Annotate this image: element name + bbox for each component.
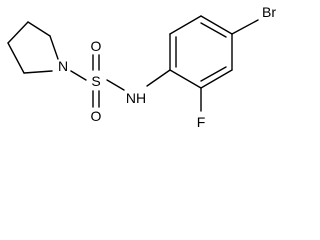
bond-s-nh (106, 79, 125, 91)
atom-nh: NH (126, 90, 146, 106)
bond-benzene-5 (200, 69, 233, 89)
bond-benzene-5-inner (200, 66, 227, 82)
bond-benzene-2 (169, 15, 202, 35)
pyrrolidine-ring (7, 21, 59, 74)
bond-nh-c1 (146, 69, 171, 87)
bond-ring-3 (49, 35, 59, 60)
atom-f: F (197, 114, 206, 130)
bond-ring-5 (7, 42, 25, 74)
bond-benzene-3 (200, 15, 233, 35)
bond-ring-2 (27, 21, 51, 37)
bond-ring-4 (23, 70, 53, 74)
bond-ring-1 (7, 21, 29, 44)
benzene-ring (169, 15, 233, 89)
bond-benzene-6 (169, 69, 202, 89)
molecule-structure: N S O O NH Br F (7, 4, 276, 130)
bond-benzene-3-inner (200, 22, 227, 38)
atom-o-bottom: O (91, 108, 102, 124)
atom-s: S (91, 73, 100, 89)
bond-c-br (231, 19, 259, 35)
atom-n-ring: N (58, 58, 68, 74)
atom-br: Br (262, 4, 276, 20)
bond-n-s (70, 70, 87, 81)
atom-o-top: O (91, 38, 102, 54)
